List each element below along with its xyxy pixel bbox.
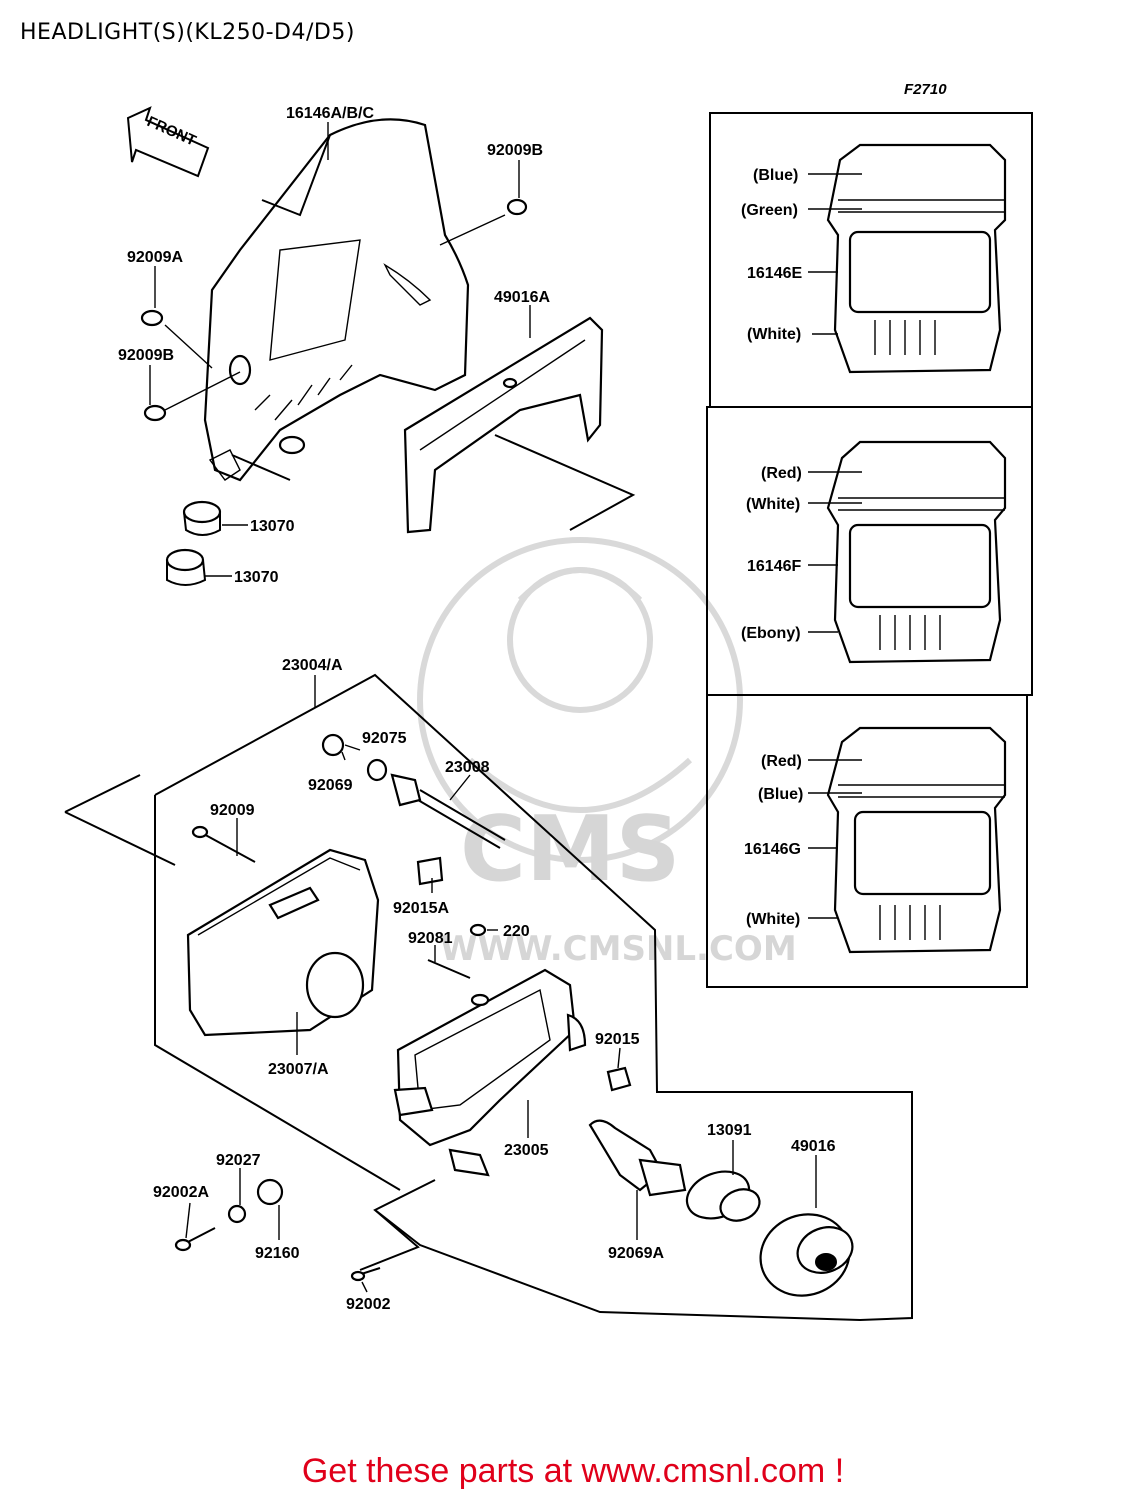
- label-23008: 23008: [445, 759, 490, 776]
- label-92009a: 92009A: [127, 249, 183, 266]
- label-49016: 49016: [791, 1138, 836, 1155]
- label-13070-a: 13070: [250, 518, 295, 535]
- variant-panels: [706, 112, 1033, 988]
- label-92027: 92027: [216, 1152, 261, 1169]
- parts-diagram: CMS WWW.CMSNL.COM F2710 FRONT: [64, 81, 1033, 1322]
- variant-1-middle: (Green): [741, 202, 798, 219]
- screws-upper-drawing: [140, 198, 528, 586]
- label-92069a: 92069A: [608, 1245, 664, 1262]
- assembly-pointer-left: [64, 774, 176, 866]
- label-16146abc: 16146A/B/C: [286, 105, 374, 122]
- variant-1-part: 16146E: [747, 265, 802, 282]
- variant-2-lower: (Ebony): [741, 625, 801, 642]
- variant-3-lower: (White): [746, 911, 800, 928]
- label-92009: 92009: [210, 802, 255, 819]
- bracket-pointer: [494, 434, 636, 531]
- front-arrow: FRONT: [126, 106, 210, 178]
- variant-2-part: 16146F: [747, 558, 801, 575]
- part-labels: 16146A/B/C 92009B 92009A 92009B 49016A 1…: [118, 105, 836, 1313]
- label-23004a: 23004/A: [282, 657, 343, 674]
- variant-3-middle: (Blue): [758, 786, 803, 803]
- variant-2-middle: (White): [746, 496, 800, 513]
- footer-link[interactable]: Get these parts at www.cmsnl.com !: [301, 1452, 845, 1490]
- label-13091: 13091: [707, 1122, 752, 1139]
- figure-code: F2710: [904, 81, 947, 98]
- housing-drawing: [393, 968, 587, 1177]
- small-parts-drawing: [174, 733, 632, 1282]
- headlight-cover-drawing: [203, 118, 470, 482]
- label-220: 220: [503, 923, 530, 940]
- leader-lines: [149, 122, 862, 1293]
- page-title: HEADLIGHT(S)(KL250-D4/D5): [20, 20, 355, 45]
- label-23005: 23005: [504, 1142, 549, 1159]
- watermark-logo: CMS WWW.CMSNL.COM: [417, 537, 797, 969]
- label-92075: 92075: [362, 730, 407, 747]
- watermark-brand: CMS: [460, 797, 680, 902]
- label-49016a: 49016A: [494, 289, 550, 306]
- label-92069: 92069: [308, 777, 353, 794]
- bracket-49016a-drawing: [403, 316, 604, 534]
- label-92015: 92015: [595, 1031, 640, 1048]
- label-92015a: 92015A: [393, 900, 449, 917]
- label-92002a: 92002A: [153, 1184, 209, 1201]
- variant-1-lower: (White): [747, 326, 801, 343]
- variant-1-upper: (Blue): [753, 167, 798, 184]
- label-23007a: 23007/A: [268, 1061, 329, 1078]
- label-92002: 92002: [346, 1296, 391, 1313]
- label-13070-b: 13070: [234, 569, 279, 586]
- cover-pointer: [231, 454, 291, 481]
- watermark-url: WWW.CMSNL.COM: [440, 929, 797, 969]
- variant-3-upper: (Red): [761, 753, 802, 770]
- label-92009b-top: 92009B: [487, 142, 543, 159]
- headlight-unit-drawing: [186, 848, 380, 1037]
- variant-labels: (Blue) (Green) 16146E (White) (Red) (Whi…: [741, 167, 803, 928]
- screw-pointer: [359, 1209, 420, 1271]
- bulb-socket-drawing: [588, 1119, 854, 1297]
- assembly-outline: [154, 673, 913, 1322]
- variant-3-part: 16146G: [744, 841, 801, 858]
- front-label: FRONT: [144, 113, 198, 150]
- variant-2-upper: (Red): [761, 465, 802, 482]
- label-92160: 92160: [255, 1245, 300, 1262]
- label-92009b-left: 92009B: [118, 347, 174, 364]
- label-92081: 92081: [408, 930, 453, 947]
